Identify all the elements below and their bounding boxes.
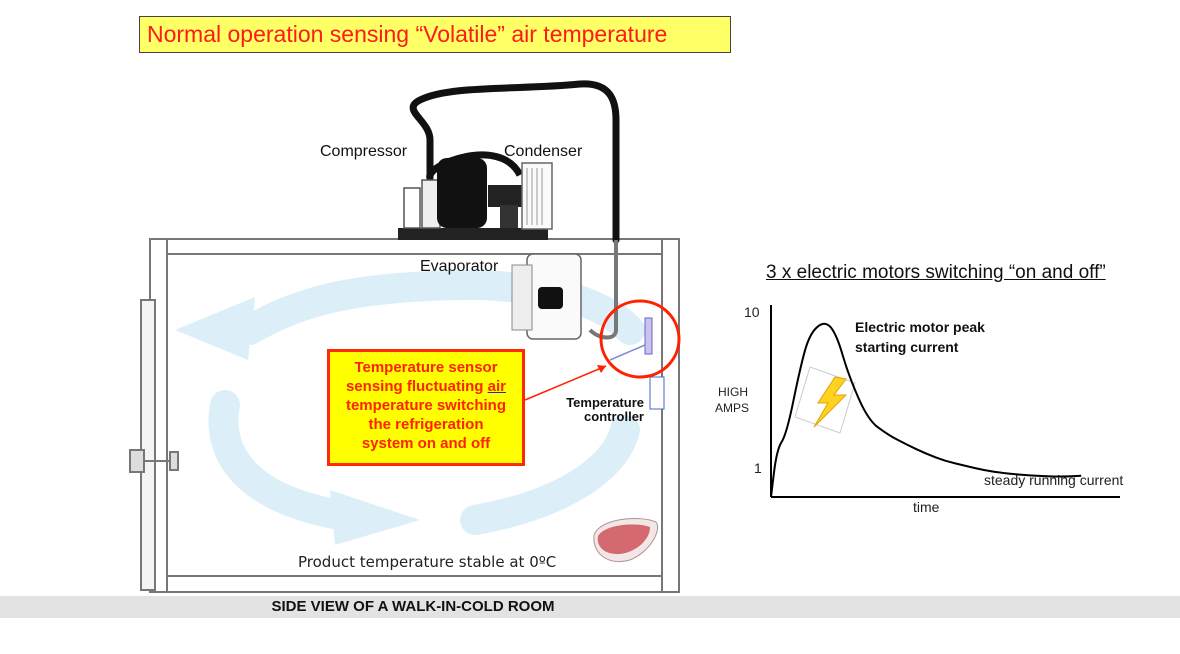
- y-axis-label-1: HIGH: [718, 385, 748, 399]
- temperature-controller-label: Temperature controller: [566, 395, 644, 424]
- steak-icon: [593, 517, 658, 562]
- lightning-icon: [794, 366, 856, 434]
- airflow-arrows: [175, 269, 645, 545]
- condensing-unit: [398, 158, 553, 240]
- footer-label: SIDE VIEW OF A WALK-IN-COLD ROOM: [271, 598, 555, 615]
- product-temperature-label: Product temperature stable at 0ºC: [298, 553, 557, 571]
- condenser-label: Condenser: [504, 143, 583, 160]
- current-chart: 10 1 HIGH AMPS time Electric motor peak …: [715, 304, 1123, 515]
- refrigerant-pipe: [409, 80, 620, 244]
- temperature-controller: [649, 376, 665, 410]
- callout-pointer: [524, 365, 607, 401]
- evaporator-label: Evaporator: [420, 258, 499, 275]
- peak-annotation-2: starting current: [855, 339, 959, 355]
- y-axis-label-2: AMPS: [715, 401, 749, 415]
- steady-annotation: steady running current: [984, 472, 1123, 488]
- y-tick-1: 1: [754, 460, 762, 476]
- sensor-callout: Temperature sensor sensing fluctuating a…: [327, 349, 525, 466]
- temperature-sensor: [644, 317, 653, 355]
- evaporator-unit: [511, 253, 582, 340]
- chart-title: 3 x electric motors switching “on and of…: [766, 262, 1106, 283]
- x-axis-label: time: [913, 499, 940, 515]
- room-walls: [149, 238, 680, 593]
- page-title: Normal operation sensing “Volatile” air …: [139, 16, 731, 53]
- peak-annotation-1: Electric motor peak: [855, 319, 985, 335]
- compressor-label: Compressor: [320, 143, 408, 160]
- door: [129, 299, 179, 591]
- footer-bar: [0, 596, 1180, 618]
- y-tick-10: 10: [744, 304, 760, 320]
- cold-room-diagram: [129, 80, 681, 593]
- series-line: [770, 322, 1082, 498]
- sensor-highlight-circle: [599, 299, 681, 379]
